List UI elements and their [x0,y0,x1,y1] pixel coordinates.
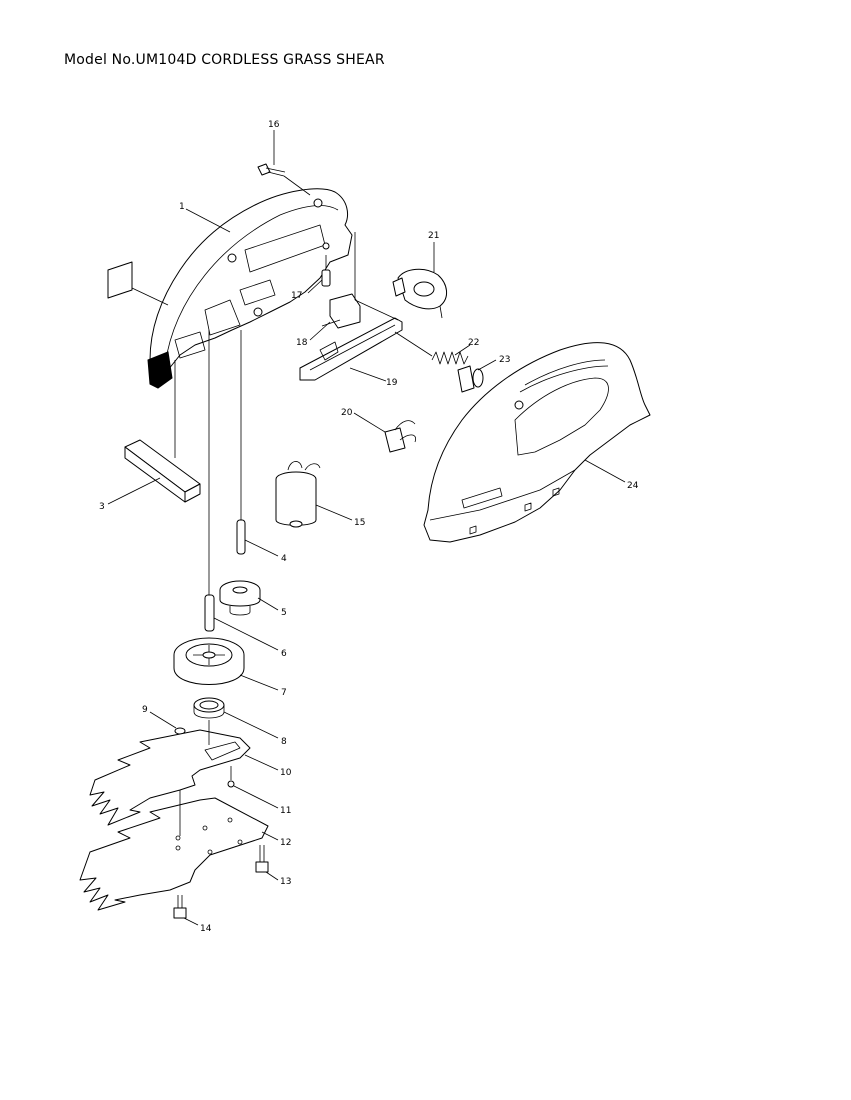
part-18-switch [321,293,361,329]
part-22-spring [394,331,469,365]
part-21-bracket [392,268,447,319]
part-label-7: 7 [281,688,287,698]
part-label-5: 5 [281,608,287,618]
part-label-14: 14 [200,924,212,934]
part-10-upper-blade [89,720,279,826]
part-label-22: 22 [468,338,479,348]
part-label-1: 1 [179,202,185,212]
part-14-screw [173,895,199,926]
part-label-16: 16 [268,120,280,130]
part-label-4: 4 [281,554,287,564]
part-label-24: 24 [627,481,639,491]
page-title: Model No.UM104D CORDLESS GRASS SHEAR [64,52,385,68]
part-label-13: 13 [280,877,291,887]
part-4-pin [236,330,279,557]
part-label-18: 18 [296,338,308,348]
part-3-block [124,360,201,503]
part-20-contact [384,420,417,453]
part-label-3: 3 [99,502,105,512]
part-label-12: 12 [280,838,291,848]
part-label-17: 17 [291,291,302,301]
part-label-8: 8 [281,737,287,747]
part-19-lever [299,232,403,381]
part-6-pin [204,330,279,651]
part-7-large-gear [173,637,279,691]
part-label-20: 20 [341,408,353,418]
part-24-cover [423,342,651,543]
part-5-small-gear [219,580,279,616]
part-12-lower-blade [79,790,279,911]
label-sticker [107,261,169,306]
part-17-pin [321,242,331,287]
part-label-9: 9 [142,705,148,715]
part-label-6: 6 [281,649,287,659]
part-11-ball [227,766,279,809]
part-23-cap [457,365,484,393]
part-label-23: 23 [499,355,510,365]
part-label-21: 21 [428,231,439,241]
part-label-10: 10 [280,768,292,778]
part-label-11: 11 [280,806,291,816]
part-15-motor [275,461,353,528]
part-label-19: 19 [386,378,398,388]
part-13-screw [255,845,279,881]
part-8-ring [193,697,279,739]
part-label-15: 15 [354,518,365,528]
part-16-screw [257,130,311,196]
